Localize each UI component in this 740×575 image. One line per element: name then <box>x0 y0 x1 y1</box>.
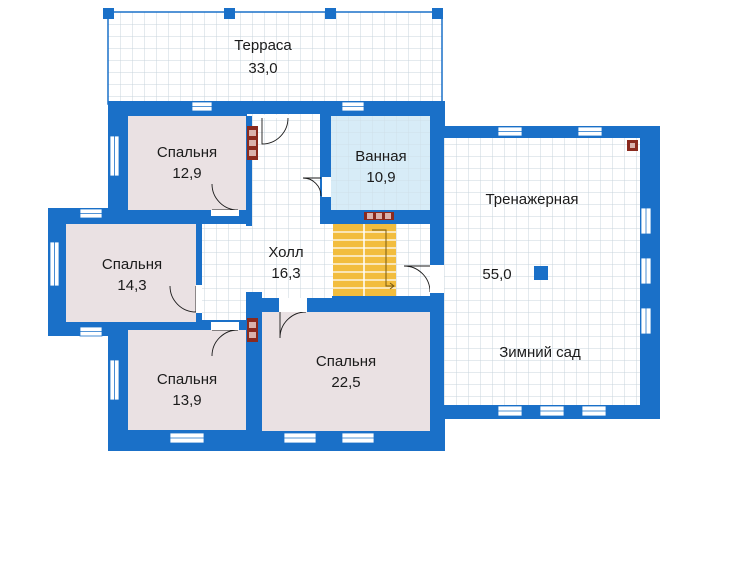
door-bedroom-sw <box>211 329 239 357</box>
wall-bath-west <box>322 116 331 216</box>
wall-nw-south <box>128 210 246 216</box>
terrace-floor <box>108 12 442 104</box>
room-labels: Терраса 33,0 Спальня 12,9 Ванная 10,9 Тр… <box>102 37 581 409</box>
door-bedroom-nw <box>211 183 239 211</box>
door-hall-north <box>261 117 289 145</box>
bedroom-nw-floor <box>128 116 246 210</box>
wall-nw-east <box>246 116 252 226</box>
winter-garden-name: Зимний сад <box>499 344 581 361</box>
chimney-s <box>247 318 258 342</box>
doors <box>169 117 431 357</box>
door-bedroom-w <box>169 285 197 313</box>
terrace-post <box>325 8 336 19</box>
bedroom-sw-name: Спальня <box>157 371 217 388</box>
hall-name: Холл <box>268 244 303 261</box>
bathroom-name: Ванная <box>355 148 406 165</box>
bedroom-nw-name: Спальня <box>157 144 217 161</box>
terrace-post <box>432 8 443 19</box>
wall-sw-north <box>128 322 246 330</box>
bedroom-w-name: Спальня <box>102 256 162 273</box>
door-bedroom-s <box>279 311 307 339</box>
terrace-area: 33,0 <box>248 60 277 77</box>
hall-area: 16,3 <box>271 265 300 282</box>
bedroom-sw-area: 13,9 <box>172 392 201 409</box>
bathroom-area: 10,9 <box>366 169 395 186</box>
bedroom-sw-floor <box>128 330 246 430</box>
gym-column <box>534 266 548 280</box>
bedroom-s-name: Спальня <box>316 353 376 370</box>
terrace-post <box>224 8 235 19</box>
door-gym <box>403 265 431 293</box>
gym-name: Тренажерная <box>485 191 578 208</box>
door-bathroom <box>302 177 322 197</box>
terrace-name: Терраса <box>234 37 292 54</box>
bathroom-tiles <box>331 116 430 210</box>
wall-w-east <box>196 224 202 322</box>
wall-sw-east <box>246 292 262 432</box>
bedroom-w-area: 14,3 <box>117 277 146 294</box>
stairs-arrow <box>372 229 394 287</box>
terrace-post <box>103 8 114 19</box>
gym-area: 55,0 <box>482 266 511 283</box>
bedroom-nw-area: 12,9 <box>172 165 201 182</box>
terrace <box>103 8 443 105</box>
bedroom-s-floor <box>262 312 430 431</box>
stairs <box>333 224 396 296</box>
bedroom-w-floor <box>66 224 196 322</box>
chimneys <box>247 126 638 342</box>
bedroom-s-area: 22,5 <box>331 374 360 391</box>
